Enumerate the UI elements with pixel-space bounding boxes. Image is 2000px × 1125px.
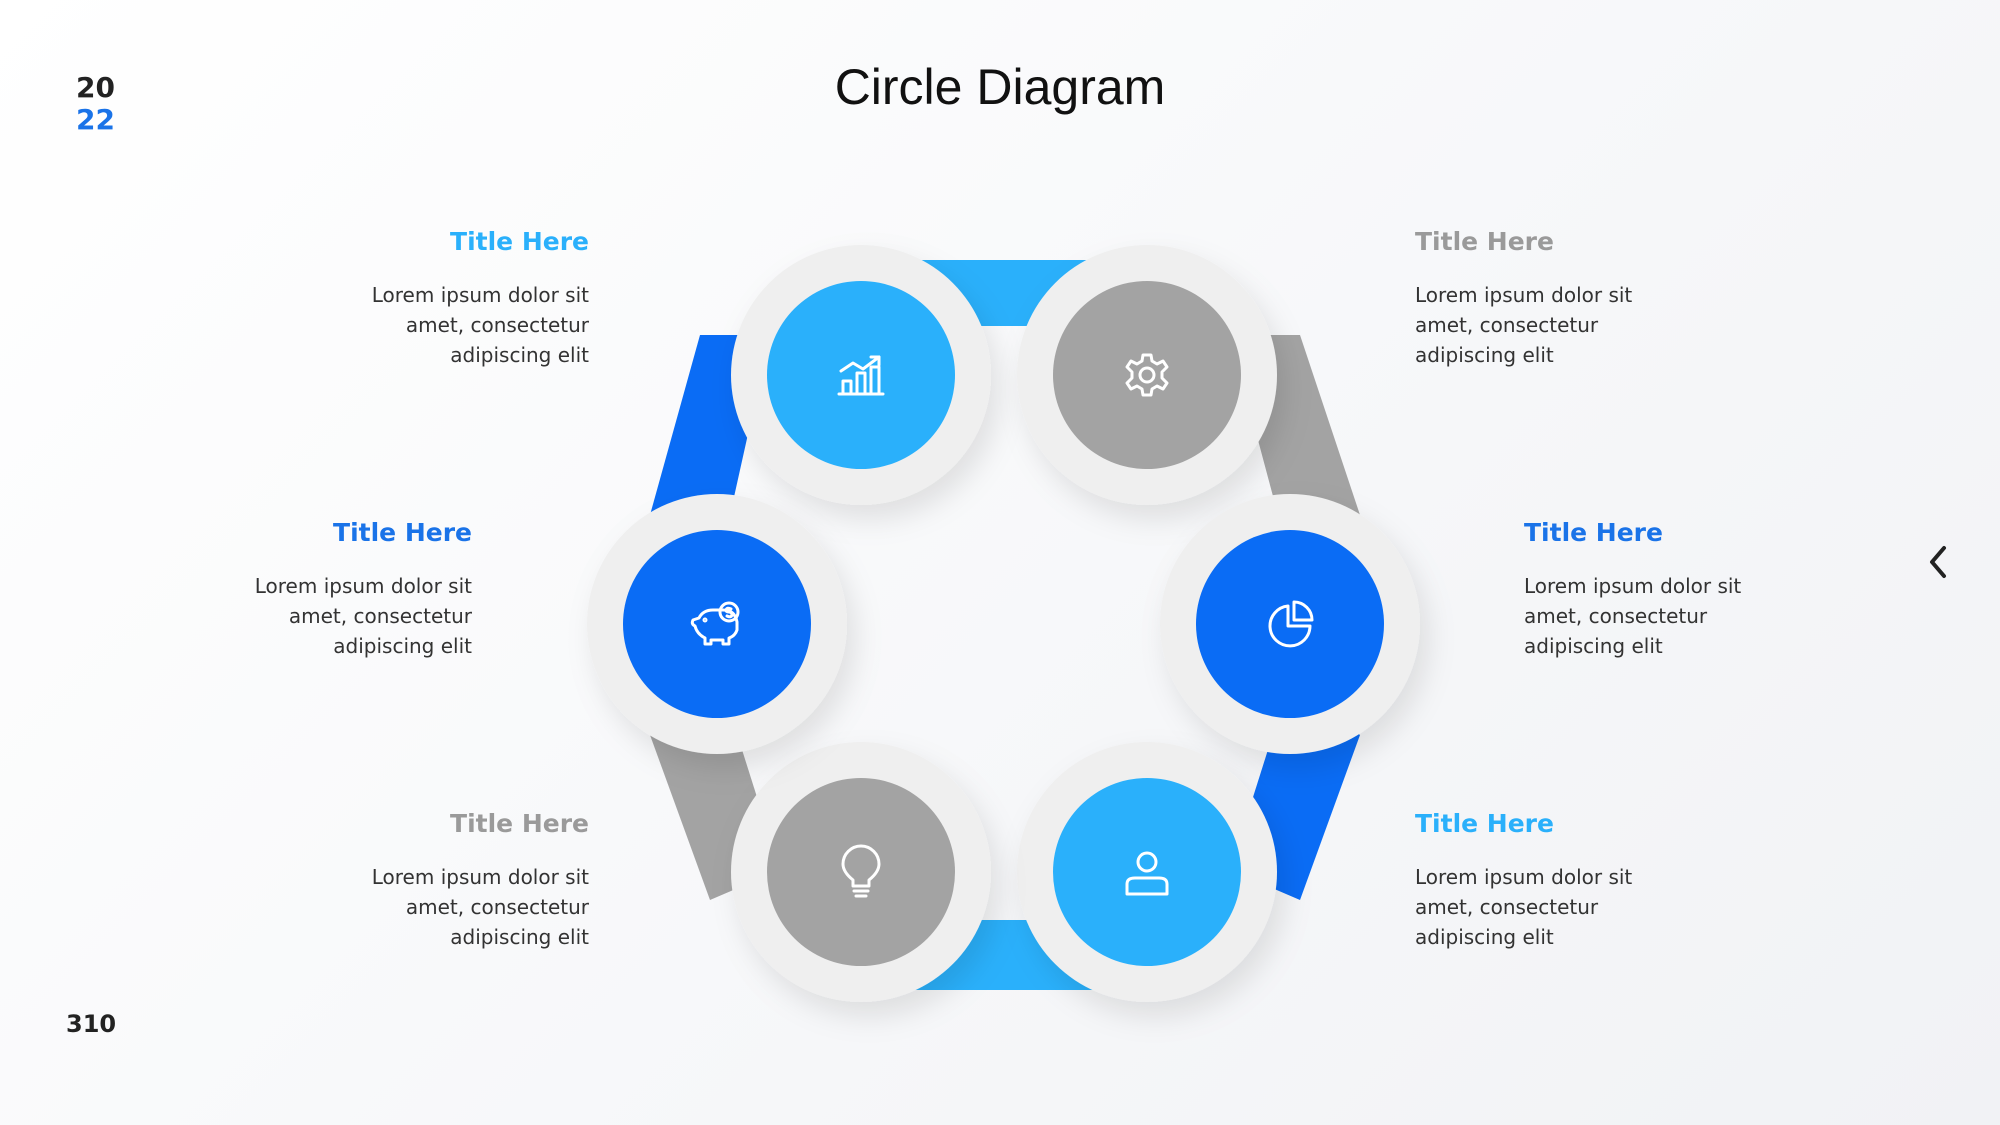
pie-chart-icon: [1268, 600, 1314, 648]
piggy-bank-icon: [690, 601, 740, 646]
user-icon: [1125, 851, 1169, 896]
year-top: 20: [76, 71, 115, 104]
page-number: 310: [66, 1010, 117, 1038]
year-bottom: 22: [76, 103, 115, 136]
page-title: Circle Diagram: [834, 59, 1166, 115]
block-title: Title Here: [1524, 518, 1663, 547]
lightbulb-icon: [841, 844, 881, 898]
node-bottom-left[interactable]: [731, 742, 991, 1002]
block-title: Title Here: [450, 809, 589, 838]
node-top-left[interactable]: [731, 245, 991, 505]
node-bottom-right[interactable]: [1017, 742, 1277, 1002]
block-title: Title Here: [333, 518, 472, 547]
node-left[interactable]: [587, 494, 847, 754]
block-title: Title Here: [1415, 809, 1554, 838]
block-title: Title Here: [450, 227, 589, 256]
node-right[interactable]: [1160, 494, 1420, 754]
block-title: Title Here: [1415, 227, 1554, 256]
gear-icon: [1125, 353, 1169, 397]
chart-growth-icon: [837, 355, 885, 396]
node-top-right[interactable]: [1017, 245, 1277, 505]
chevron-left-icon[interactable]: [1924, 544, 1954, 580]
